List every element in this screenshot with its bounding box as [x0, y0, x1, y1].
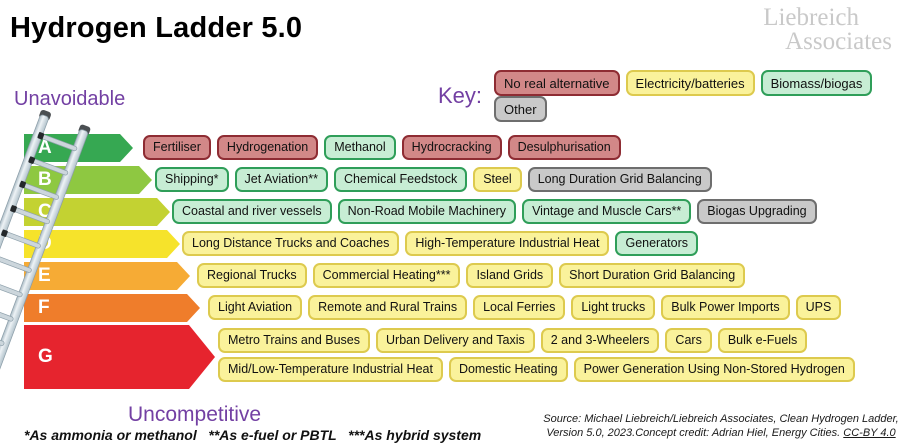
axis-label-unavoidable: Unavoidable: [14, 88, 126, 110]
row-letter-C: C: [38, 201, 52, 222]
liebreich-associates-logo: Liebreich Associates: [763, 4, 892, 55]
category-pill: Local Ferries: [473, 295, 566, 320]
row-arrow-E: E: [24, 262, 190, 290]
category-pill: Long Distance Trucks and Coaches: [182, 231, 400, 256]
row-arrow-B: B: [24, 166, 152, 194]
row-arrow-G: G: [24, 325, 215, 389]
category-pill: Remote and Rural Trains: [308, 295, 468, 320]
category-pill: UPS: [795, 295, 842, 320]
row-arrow-A: A: [24, 134, 133, 162]
category-pill: Biogas Upgrading: [697, 199, 817, 224]
row-letter-B: B: [38, 169, 52, 190]
logo-line-2: Associates: [785, 28, 892, 55]
category-pill: Generators: [615, 231, 698, 256]
category-pill: Domestic Heating: [448, 357, 568, 382]
category-pill: Bulk Power Imports: [661, 295, 790, 320]
row-letter-G: G: [38, 346, 53, 367]
category-pill: Commercial Heating***: [312, 263, 461, 288]
row-arrow-F: F: [24, 294, 200, 322]
row-letter-D: D: [38, 233, 52, 254]
key-pill-green: Biomass/biogas: [760, 70, 873, 96]
category-pill: Hydrogenation: [216, 135, 319, 160]
category-pill: Bulk e-Fuels: [717, 328, 808, 353]
category-pill: Regional Trucks: [197, 263, 307, 288]
row-letter-F: F: [38, 297, 50, 318]
row-arrow-D: D: [24, 230, 180, 258]
category-pill: Vintage and Muscle Cars**: [522, 199, 692, 224]
category-pill: Cars: [665, 328, 712, 353]
source-attribution: Source: Michael Liebreich/Liebreich Asso…: [540, 412, 902, 440]
category-pill: Light trucks: [571, 295, 656, 320]
key-legend-label: Key:: [438, 83, 483, 108]
row-letter-E: E: [38, 265, 51, 286]
category-pill: Shipping*: [155, 167, 229, 192]
category-pill: Chemical Feedstock: [333, 167, 468, 192]
key-pill-gray: Other: [494, 96, 547, 122]
page-title: Hydrogen Ladder 5.0: [10, 12, 303, 44]
category-pill: Mid/Low-Temperature Industrial Heat: [218, 357, 443, 382]
source-line-1: Source: Michael Liebreich/Liebreich Asso…: [543, 413, 899, 425]
category-pill: Hydrocracking: [401, 135, 502, 160]
row-B-pill-line-1: Shipping*Jet Aviation**Chemical Feedstoc…: [155, 167, 718, 192]
category-pill: Methanol: [324, 135, 396, 160]
axis-label-uncompetitive: Uncompetitive: [128, 403, 262, 426]
category-pill: Power Generation Using Non-Stored Hydrog…: [573, 357, 855, 382]
logo-line-1: Liebreich: [763, 4, 859, 31]
key-pill-red: No real alternative: [494, 70, 620, 96]
cc-by-license-link[interactable]: CC-BY 4.0: [843, 427, 896, 439]
footnotes: *As ammonia or methanol **As e-fuel or P…: [24, 427, 482, 443]
category-pill: Desulphurisation: [507, 135, 621, 160]
category-pill: Non-Road Mobile Machinery: [337, 199, 517, 224]
category-pill: Urban Delivery and Taxis: [376, 328, 535, 353]
category-pill: Jet Aviation**: [234, 167, 328, 192]
category-pill: Metro Trains and Buses: [218, 328, 371, 353]
category-pill: Coastal and river vessels: [172, 199, 332, 224]
key-pill-yellow: Electricity/batteries: [625, 70, 755, 96]
category-pill: 2 and 3-Wheelers: [540, 328, 660, 353]
category-pill: Short Duration Grid Balancing: [559, 263, 746, 288]
category-pill: Steel: [473, 167, 522, 192]
category-pill: Island Grids: [466, 263, 554, 288]
category-pill: Long Duration Grid Balancing: [527, 167, 712, 192]
row-letter-A: A: [38, 137, 52, 158]
row-arrow-C: C: [24, 198, 170, 226]
category-pill: High-Temperature Industrial Heat: [405, 231, 610, 256]
source-line-2: Version 5.0, 2023.Concept credit: Adrian…: [546, 427, 896, 439]
category-pill: Fertiliser: [143, 135, 211, 160]
category-pill: Light Aviation: [208, 295, 303, 320]
